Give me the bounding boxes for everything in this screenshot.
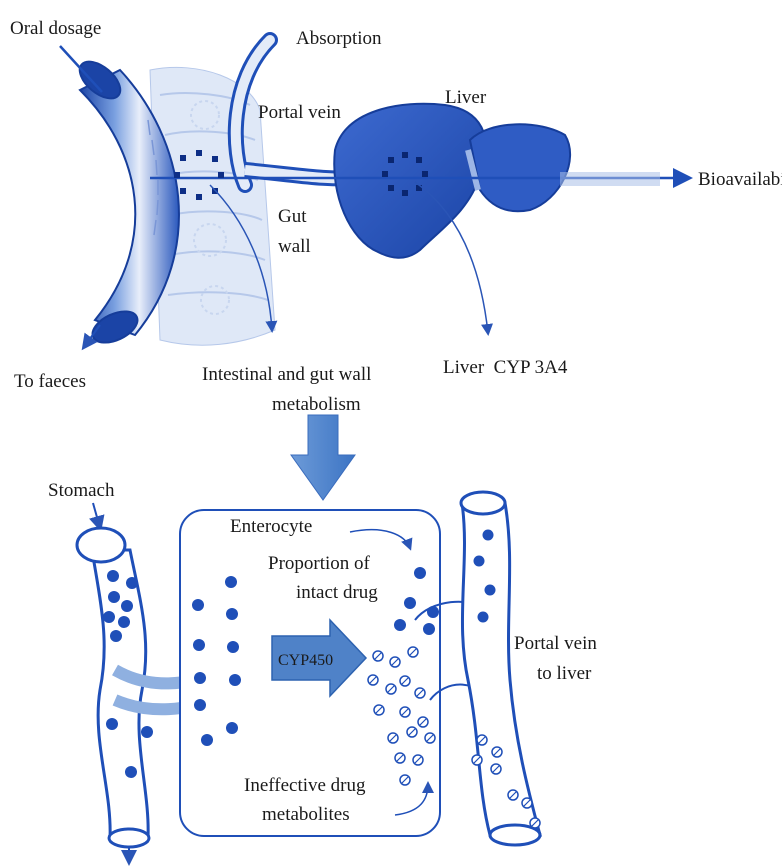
intestinal-label-line1: Intestinal and gut wall [202, 364, 371, 385]
bottom-diagram: Stomach Enterocyte Proportion o [48, 480, 597, 862]
liver-cyp-label: Liver CYP 3A4 [443, 357, 568, 378]
left-intestine [77, 528, 153, 862]
down-transition-arrow [291, 415, 355, 500]
to-faeces-label: To faeces [14, 371, 86, 392]
oral-dosage-label: Oral dosage [10, 18, 101, 39]
ineffective-label-line1: Ineffective drug [244, 775, 366, 796]
stomach-label: Stomach [48, 480, 115, 501]
cyp450-label: CYP450 [278, 652, 333, 669]
portal-vein-liver-line2: to liver [537, 663, 592, 684]
absorption-label: Absorption [296, 28, 382, 49]
ineffective-label-line2: metabolites [262, 804, 350, 825]
enterocyte-label: Enterocyte [230, 516, 312, 537]
proportion-label-line2: intact drug [296, 582, 378, 603]
top-diagram: Oral dosage Absorption Portal vein Liver… [10, 18, 782, 415]
proportion-label-line1: Proportion of [268, 553, 371, 574]
stomach-arrow [93, 503, 100, 528]
gut-wall-label-line1: Gut [278, 206, 307, 227]
liver-label: Liver [445, 87, 487, 108]
portal-vein-tube-bottom [461, 492, 540, 845]
bioavailability-label: Bioavailability [698, 169, 782, 190]
gut-wall-label-line2: wall [278, 236, 311, 257]
intestinal-label-line2: metabolism [272, 394, 361, 415]
portal-vein-liver-line1: Portal vein [514, 633, 597, 654]
liver-shape [334, 104, 570, 258]
portal-vein-label: Portal vein [258, 102, 341, 123]
